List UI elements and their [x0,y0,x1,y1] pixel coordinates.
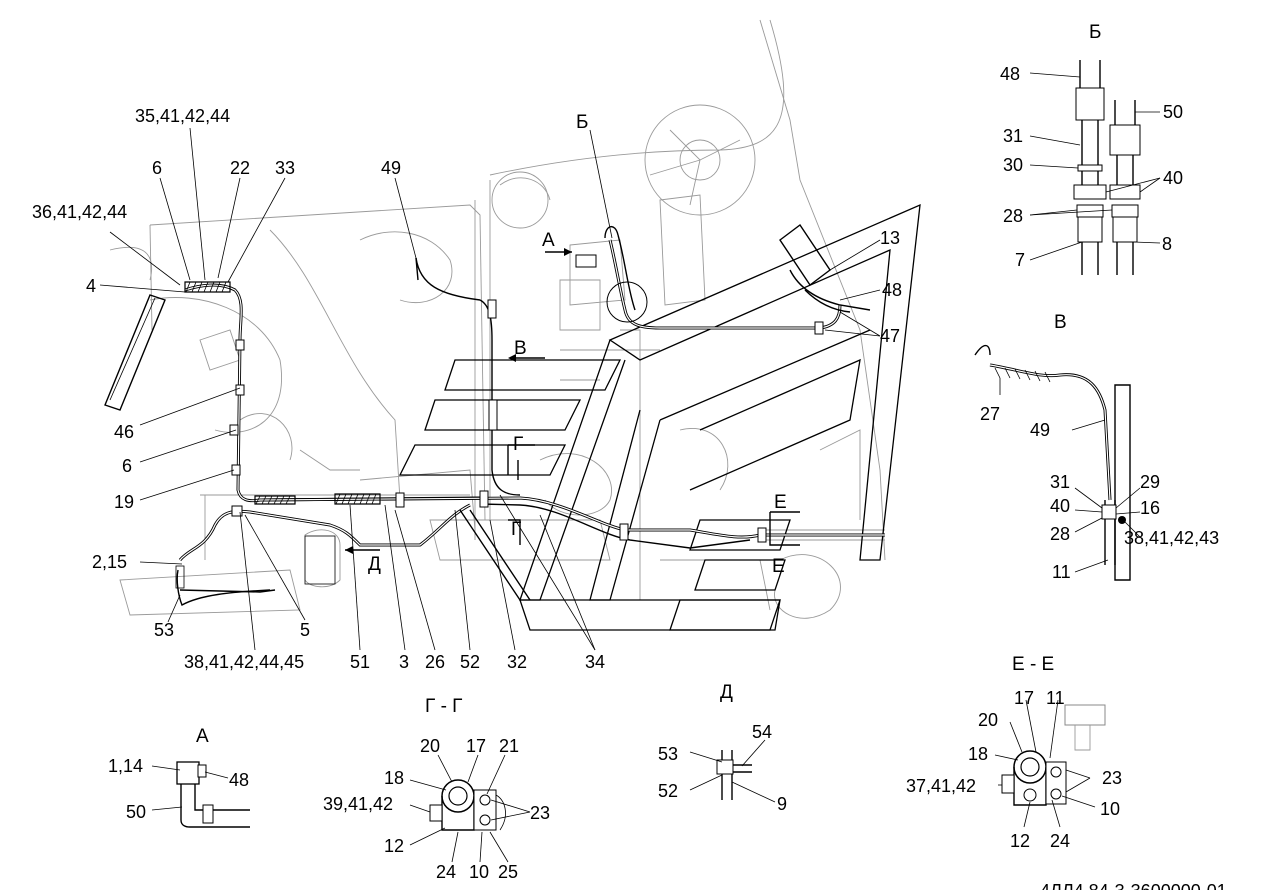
callout: 12 [384,836,404,856]
callout: 17 [1014,688,1034,708]
callout: 21 [499,736,519,756]
callout: 31 [1003,126,1023,146]
view-title-e: Е - Е [1012,654,1054,675]
callout: 36,41,42,44 [32,202,127,222]
section-mark-e2: Е [772,556,785,577]
section-mark-g2: Г [511,519,521,540]
callout: 48 [882,280,902,300]
watermark-logo [398,203,921,631]
view-title-v: В [1054,312,1067,333]
view-title-g: Г - Г [425,696,462,717]
callout: 11 [1052,562,1071,582]
callout: 4 [86,276,96,296]
callout: 28 [1050,524,1070,544]
callout: 9 [777,794,787,814]
callout: 6 [152,158,162,178]
section-mark-a: А [542,230,555,251]
callout: 6 [122,456,132,476]
detail-e [994,699,1106,828]
detail-b [1029,60,1161,275]
callout: 32 [507,652,527,672]
callout: 46 [114,422,134,442]
leader-lines [99,127,881,651]
callout: 11 [1046,688,1065,708]
callout: 16 [1140,498,1160,518]
callout: 20 [978,710,998,730]
detail-d [689,739,776,803]
callout: 24 [436,862,456,882]
callout: 49 [1030,420,1050,440]
callout: 53 [658,744,678,764]
callout: 24 [1050,831,1070,851]
callout: 50 [126,802,146,822]
callout: 18 [968,744,988,764]
view-title-b: Б [1089,22,1101,43]
callout: 13 [880,228,900,248]
callout: 51 [350,652,370,672]
callout: 5 [300,620,310,640]
callout: 18 [384,768,404,788]
labels: Б В А Г - Г Д Е - Е А Б В Г Г Д Е Е 35,4… [32,22,1227,890]
callout: 1,14 [108,756,143,776]
callout: 47 [880,326,900,346]
callout: 31 [1050,472,1070,492]
callout: 40 [1163,168,1183,188]
callout: 12 [1010,831,1030,851]
detail-v [974,344,1141,581]
callout: 52 [658,781,678,801]
callout: 38,41,42,44,45 [184,652,304,672]
callout: 10 [469,862,489,882]
view-title-a: А [196,726,209,747]
detail-g [409,754,531,863]
callout: 28 [1003,206,1023,226]
section-mark-d: Д [368,554,381,575]
callout: 34 [585,652,605,672]
section-mark-v: В [514,338,527,359]
callout: 38,41,42,43 [1124,528,1219,548]
callout: 29 [1140,472,1160,492]
section-mark-e: Е [774,492,787,513]
callout: 33 [275,158,295,178]
callout: 37,41,42 [906,776,976,796]
callout: 19 [114,492,134,512]
callout: 54 [752,722,772,742]
drawing-code: 4ЛЛ4.84-3-3600000-01 [1040,881,1227,890]
callout: 23 [530,803,550,823]
callout: 35,41,42,44 [135,106,230,126]
callout: 48 [229,770,249,790]
detail-a [151,761,250,828]
callout: 22 [230,158,250,178]
callout: 40 [1050,496,1070,516]
callout: 3 [399,652,409,672]
callout: 2,15 [92,552,127,572]
hydraulic-lines [104,223,885,606]
callout: 52 [460,652,480,672]
callout: 27 [980,404,1000,424]
callout: 20 [420,736,440,756]
callout: 53 [154,620,174,640]
callout: 30 [1003,155,1023,175]
callout: 49 [381,158,401,178]
callout: 23 [1102,768,1122,788]
section-mark-b: Б [576,112,588,133]
view-title-d: Д [720,682,733,703]
callout: 10 [1100,799,1120,819]
section-mark-g: Г [513,434,523,455]
callout: 50 [1163,102,1183,122]
callout: 25 [498,862,518,882]
callout: 7 [1015,250,1025,270]
callout: 48 [1000,64,1020,84]
callout: 26 [425,652,445,672]
callout: 17 [466,736,486,756]
callout: 39,41,42 [323,794,393,814]
callout: 8 [1162,234,1172,254]
